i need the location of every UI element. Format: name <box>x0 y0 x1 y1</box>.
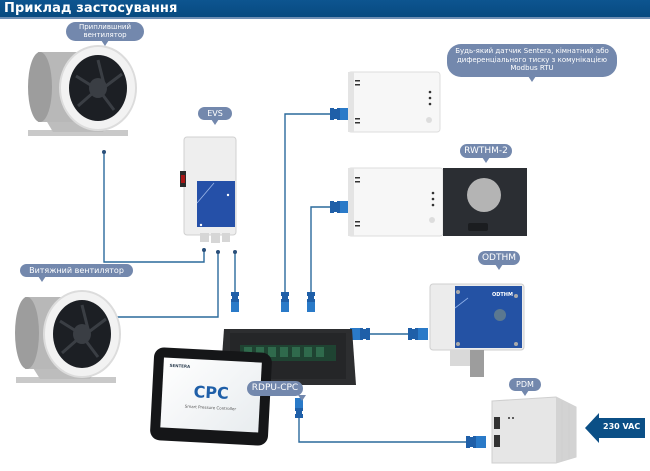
header-bar: Приклад застосування <box>0 0 650 17</box>
rj45-connector-icon <box>330 201 350 213</box>
rj45-connector-icon <box>466 436 486 448</box>
header-divider <box>0 17 650 19</box>
rj45-connector-icon <box>295 398 303 418</box>
rwthm-sensor-image <box>348 167 527 237</box>
wire-dot <box>102 150 106 154</box>
cpc-subtitle: Smart Pressure Controller <box>184 403 237 412</box>
label-odthm: ODTHM <box>478 251 520 270</box>
cpc-screen: SENTERA CPC Smart Pressure Controller <box>160 357 262 433</box>
supply-fan-image <box>28 45 137 136</box>
wire-pdm <box>298 418 466 443</box>
odthm-sensor-image <box>429 283 525 377</box>
cpc-title: CPC <box>193 382 230 403</box>
room-sensor-image <box>348 71 441 133</box>
wire-any-sensor <box>284 113 330 292</box>
power-label: 230 VAC <box>603 422 641 431</box>
wire-dot <box>202 248 206 252</box>
rj45-connector-icon <box>408 328 428 340</box>
rj45-connector-icon <box>330 108 350 120</box>
wire-rwthm <box>310 206 330 292</box>
pdm-module-image <box>491 396 577 464</box>
odthm-face-label: ODTHM <box>492 292 513 298</box>
label-evs: EVS <box>198 107 232 125</box>
rj45-connector-icon <box>231 292 239 312</box>
label-rwthm: RWTHM-2 <box>460 144 512 163</box>
rdpu-hub-image <box>220 329 356 385</box>
page-title: Приклад застосування <box>4 1 178 16</box>
label-pdm: PDM <box>509 378 541 396</box>
wire-exhaust-fan <box>112 252 219 318</box>
rj45-connector-icon <box>281 292 289 312</box>
wire-supply-fan <box>103 152 205 263</box>
label-supply-fan: Приплившний вентилятор <box>66 22 144 46</box>
exhaust-fan-image <box>15 290 121 383</box>
cpc-logo: SENTERA <box>169 362 191 369</box>
power-input-arrow-icon <box>585 413 645 443</box>
evs-controller-image <box>180 136 237 243</box>
wire-dot <box>233 250 237 254</box>
label-exhaust-fan: Витяжний вентилятор <box>20 264 133 282</box>
label-rdpu-cpc: RDPU-CPC <box>247 381 307 401</box>
label-any-sensor: Будь-який датчик Sentera, кімнатний або … <box>447 44 617 82</box>
rj45-connector-icon <box>307 292 315 312</box>
rj45-connector-icon <box>350 328 370 340</box>
wire-dot <box>216 250 220 254</box>
cpc-controller: SENTERA CPC Smart Pressure Controller <box>149 346 273 447</box>
